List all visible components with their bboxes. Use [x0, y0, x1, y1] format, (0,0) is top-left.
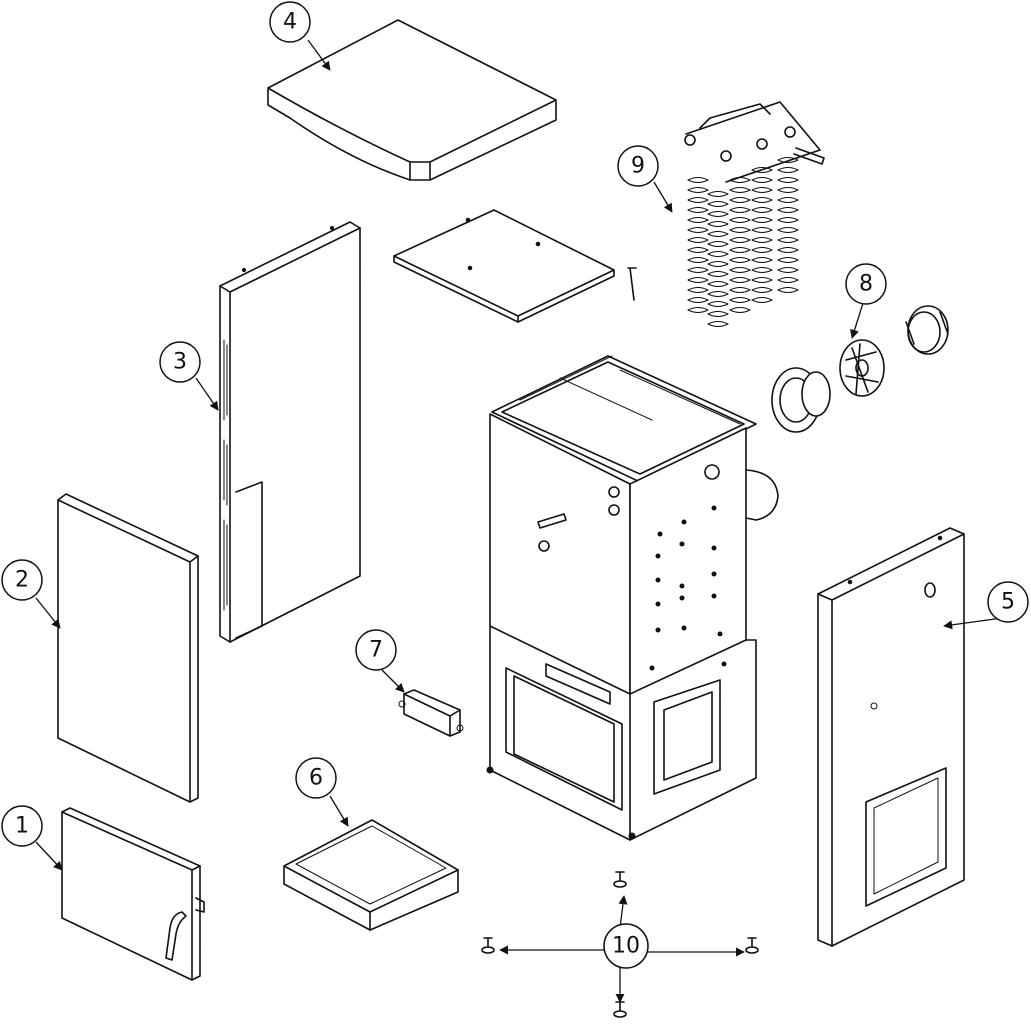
feet-part — [481, 871, 759, 1018]
top-cover-part — [267, 19, 557, 181]
svg-text:7: 7 — [369, 638, 383, 663]
callout-1: 1 — [1, 805, 43, 847]
svg-text:6: 6 — [309, 766, 323, 791]
svg-text:3: 3 — [173, 350, 187, 375]
callout-3: 3 — [159, 341, 201, 383]
main-body-frame — [486, 355, 779, 841]
callout-6: 6 — [295, 757, 337, 799]
callout-4: 4 — [269, 1, 311, 43]
callout-5: 5 — [987, 581, 1029, 623]
heat-exchanger-coils-part — [684, 101, 825, 327]
bracket-part — [398, 689, 464, 737]
svg-text:10: 10 — [612, 934, 640, 959]
foot-right — [745, 937, 759, 954]
svg-text:1: 1 — [15, 814, 29, 839]
right-side-panel-part — [817, 527, 965, 947]
ash-tray-part — [283, 819, 459, 931]
foot-top — [613, 871, 627, 888]
svg-text:5: 5 — [1001, 590, 1015, 615]
callout-7: 7 — [355, 629, 397, 671]
top-plate-part — [393, 209, 637, 323]
svg-text:9: 9 — [631, 154, 645, 179]
callout-9: 9 — [617, 145, 659, 187]
front-door-panel-part — [57, 493, 199, 803]
leader-lines — [35, 39, 1003, 1003]
callout-8: 8 — [845, 263, 887, 305]
svg-text:2: 2 — [15, 568, 29, 593]
side-holes — [649, 505, 727, 671]
fan-assembly-part — [771, 305, 949, 433]
foot-bottom — [613, 1001, 627, 1018]
foot-left — [481, 937, 495, 954]
lower-door-panel-part — [61, 807, 205, 981]
callout-2: 2 — [1, 559, 43, 601]
callout-10: 10 — [603, 923, 649, 969]
left-side-panel-part — [219, 221, 361, 643]
svg-text:4: 4 — [283, 10, 297, 35]
svg-text:8: 8 — [859, 272, 873, 297]
